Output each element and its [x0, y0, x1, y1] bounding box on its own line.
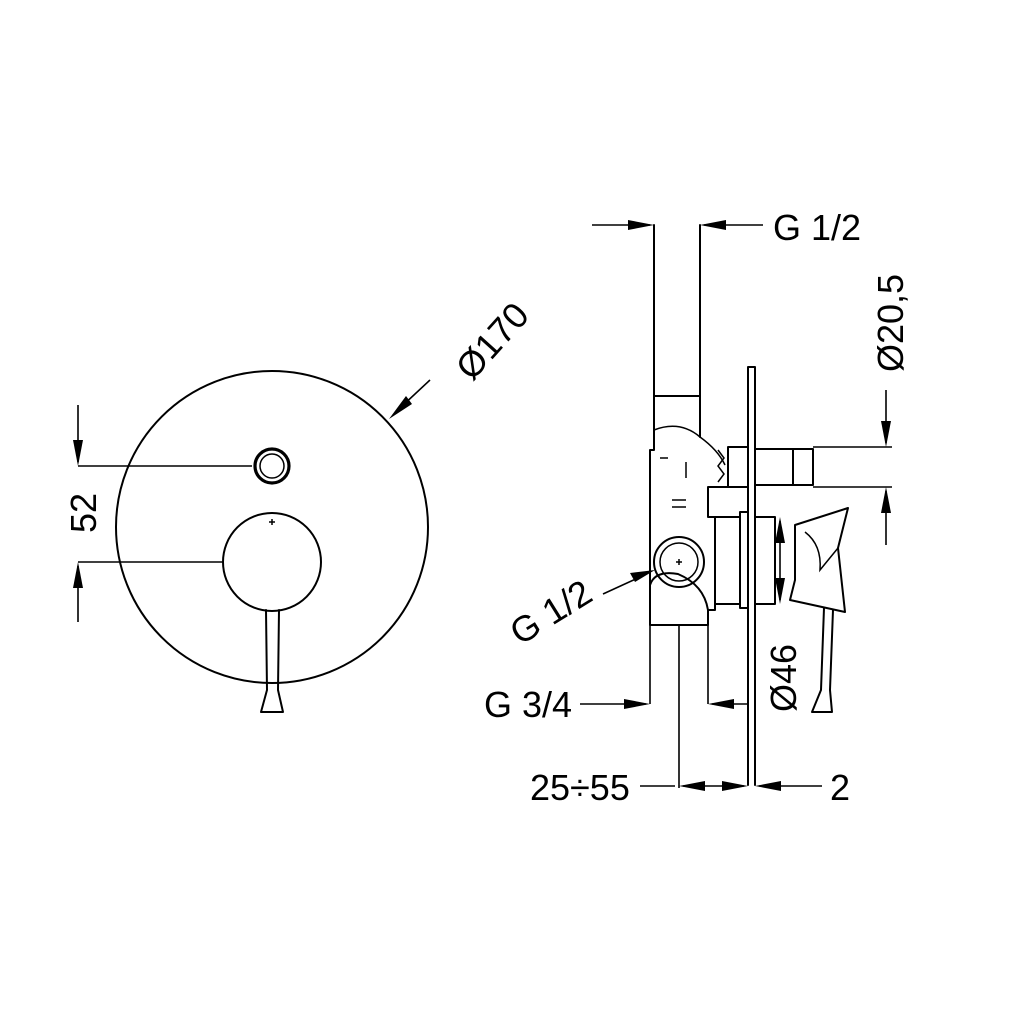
front-view: Ø170 52	[63, 294, 537, 713]
d205-label: Ø20,5	[870, 274, 911, 372]
g12-top-arrow-right	[700, 220, 726, 230]
cover-plate-outline	[115, 370, 429, 684]
depth-label: 25÷55	[530, 767, 630, 808]
diameter-170-label: Ø170	[447, 294, 536, 387]
diverter-knob-inner	[259, 453, 285, 479]
offset-52-arrow-upper	[73, 440, 83, 466]
diverter-spindle	[727, 446, 814, 488]
d46-arrow-upper	[775, 517, 785, 543]
g34-arrow-right	[708, 699, 734, 709]
body-outlet-curve	[649, 572, 709, 611]
depth-arrow-right	[722, 781, 748, 791]
side-lever-inner	[804, 531, 839, 573]
side-lever-body	[789, 507, 849, 613]
valve-top-connection	[653, 224, 701, 397]
side-port-inner	[659, 542, 699, 582]
d205-arrow-lower	[881, 487, 891, 513]
d205-arrow-upper	[881, 421, 891, 447]
handle-cap	[754, 516, 776, 605]
d46-label: Ø46	[763, 644, 804, 712]
g12-side-label: G 1/2	[503, 571, 599, 652]
side-port-outer	[653, 536, 705, 588]
g12-top-arrow-left	[628, 220, 654, 230]
d46-arrow-lower	[775, 578, 785, 604]
depth-arrow-left	[679, 781, 705, 791]
diverter-thread	[717, 449, 725, 483]
g12-side-arrowhead	[630, 570, 655, 582]
body-inner-curve	[653, 425, 726, 466]
offset-52-arrow-lower	[73, 562, 83, 588]
cartridge-flange	[714, 511, 749, 609]
wall-plate	[747, 366, 756, 786]
side-port-center	[676, 559, 682, 565]
body-small-mark-1	[672, 462, 687, 508]
cartridge-center-mark	[269, 519, 275, 525]
diameter-170-arrowhead	[389, 396, 412, 419]
g12-top-label: G 1/2	[773, 207, 861, 248]
g34-arrow-left	[624, 699, 650, 709]
side-lever-stem	[811, 607, 834, 713]
front-lever	[260, 609, 284, 713]
diverter-knob-outer	[253, 447, 291, 485]
mixer-cartridge-circle	[222, 512, 322, 612]
offset-52-label: 52	[63, 493, 104, 533]
plate-thickness-label: 2	[830, 767, 850, 808]
g34-label: G 3/4	[484, 684, 572, 725]
plate-arrow-right	[755, 781, 781, 791]
side-view: G 1/2 Ø20,5 G 1/2 Ø46 G 3/4 25	[484, 207, 911, 808]
